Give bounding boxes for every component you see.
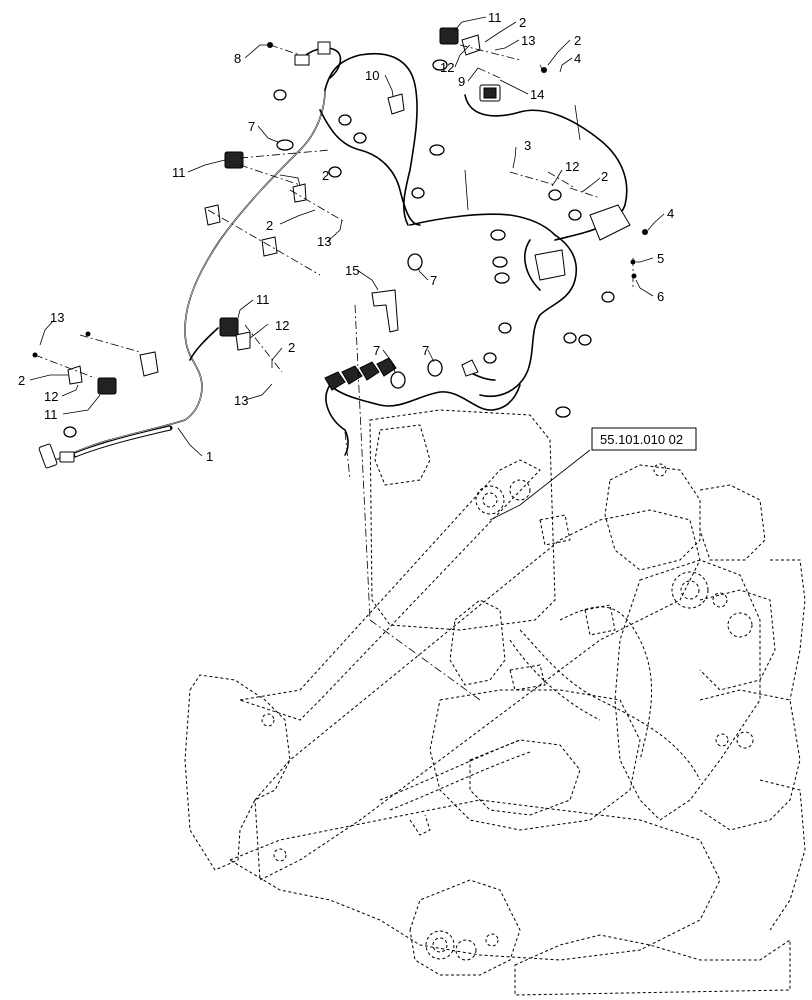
callout-11: 11 <box>44 407 58 422</box>
callout-2: 2 <box>574 33 581 48</box>
callout-3: 3 <box>524 138 531 153</box>
callout-11: 11 <box>488 10 502 25</box>
callout-15: 15 <box>345 263 359 278</box>
callout-12: 2 <box>322 168 329 183</box>
loader-frame-drawing <box>184 409 806 996</box>
callout-2: 2 <box>288 340 295 355</box>
callout-12: 12 <box>44 389 58 404</box>
reference-callout[interactable]: 55.101.010 02 <box>591 427 697 451</box>
callout-5: 5 <box>657 251 664 266</box>
callout-10: 10 <box>365 68 379 83</box>
callout-7: 7 <box>248 119 255 134</box>
callout-labels: 11 2 8 13 2 10 12 9 4 14 7 3 11 12 2 2 2… <box>18 10 674 464</box>
callout-13: 13 <box>50 310 64 325</box>
reference-box-label[interactable]: 55.101.010 02 <box>600 432 683 447</box>
callout-2: 2 <box>601 169 608 184</box>
callout-2: 2 <box>519 15 526 30</box>
callout-2: 2 <box>266 218 273 233</box>
leader-lines <box>29 16 665 521</box>
callout-9: 9 <box>458 74 465 89</box>
callout-4: 4 <box>574 51 581 66</box>
callout-12: 12 <box>440 60 454 75</box>
callout-4: 4 <box>667 206 674 221</box>
callout-6: 6 <box>657 289 664 304</box>
callout-12: 12 <box>275 318 289 333</box>
reference-box[interactable] <box>591 427 697 451</box>
callout-13: 13 <box>317 234 331 249</box>
harness-components <box>32 27 648 469</box>
callout-7: 7 <box>430 273 437 288</box>
callout-11: 11 <box>256 292 270 307</box>
callout-7: 7 <box>422 343 429 358</box>
assembly-centerlines <box>34 44 634 701</box>
callout-13: 13 <box>234 393 248 408</box>
callout-13: 13 <box>521 33 535 48</box>
callout-1: 1 <box>206 449 213 464</box>
callout-2: 2 <box>18 373 25 388</box>
callout-7: 7 <box>373 343 380 358</box>
callout-2: 12 <box>565 159 579 174</box>
callout-14: 14 <box>530 87 544 102</box>
callout-11: 11 <box>172 165 186 180</box>
grommets <box>63 59 615 438</box>
callout-8: 8 <box>234 51 241 66</box>
